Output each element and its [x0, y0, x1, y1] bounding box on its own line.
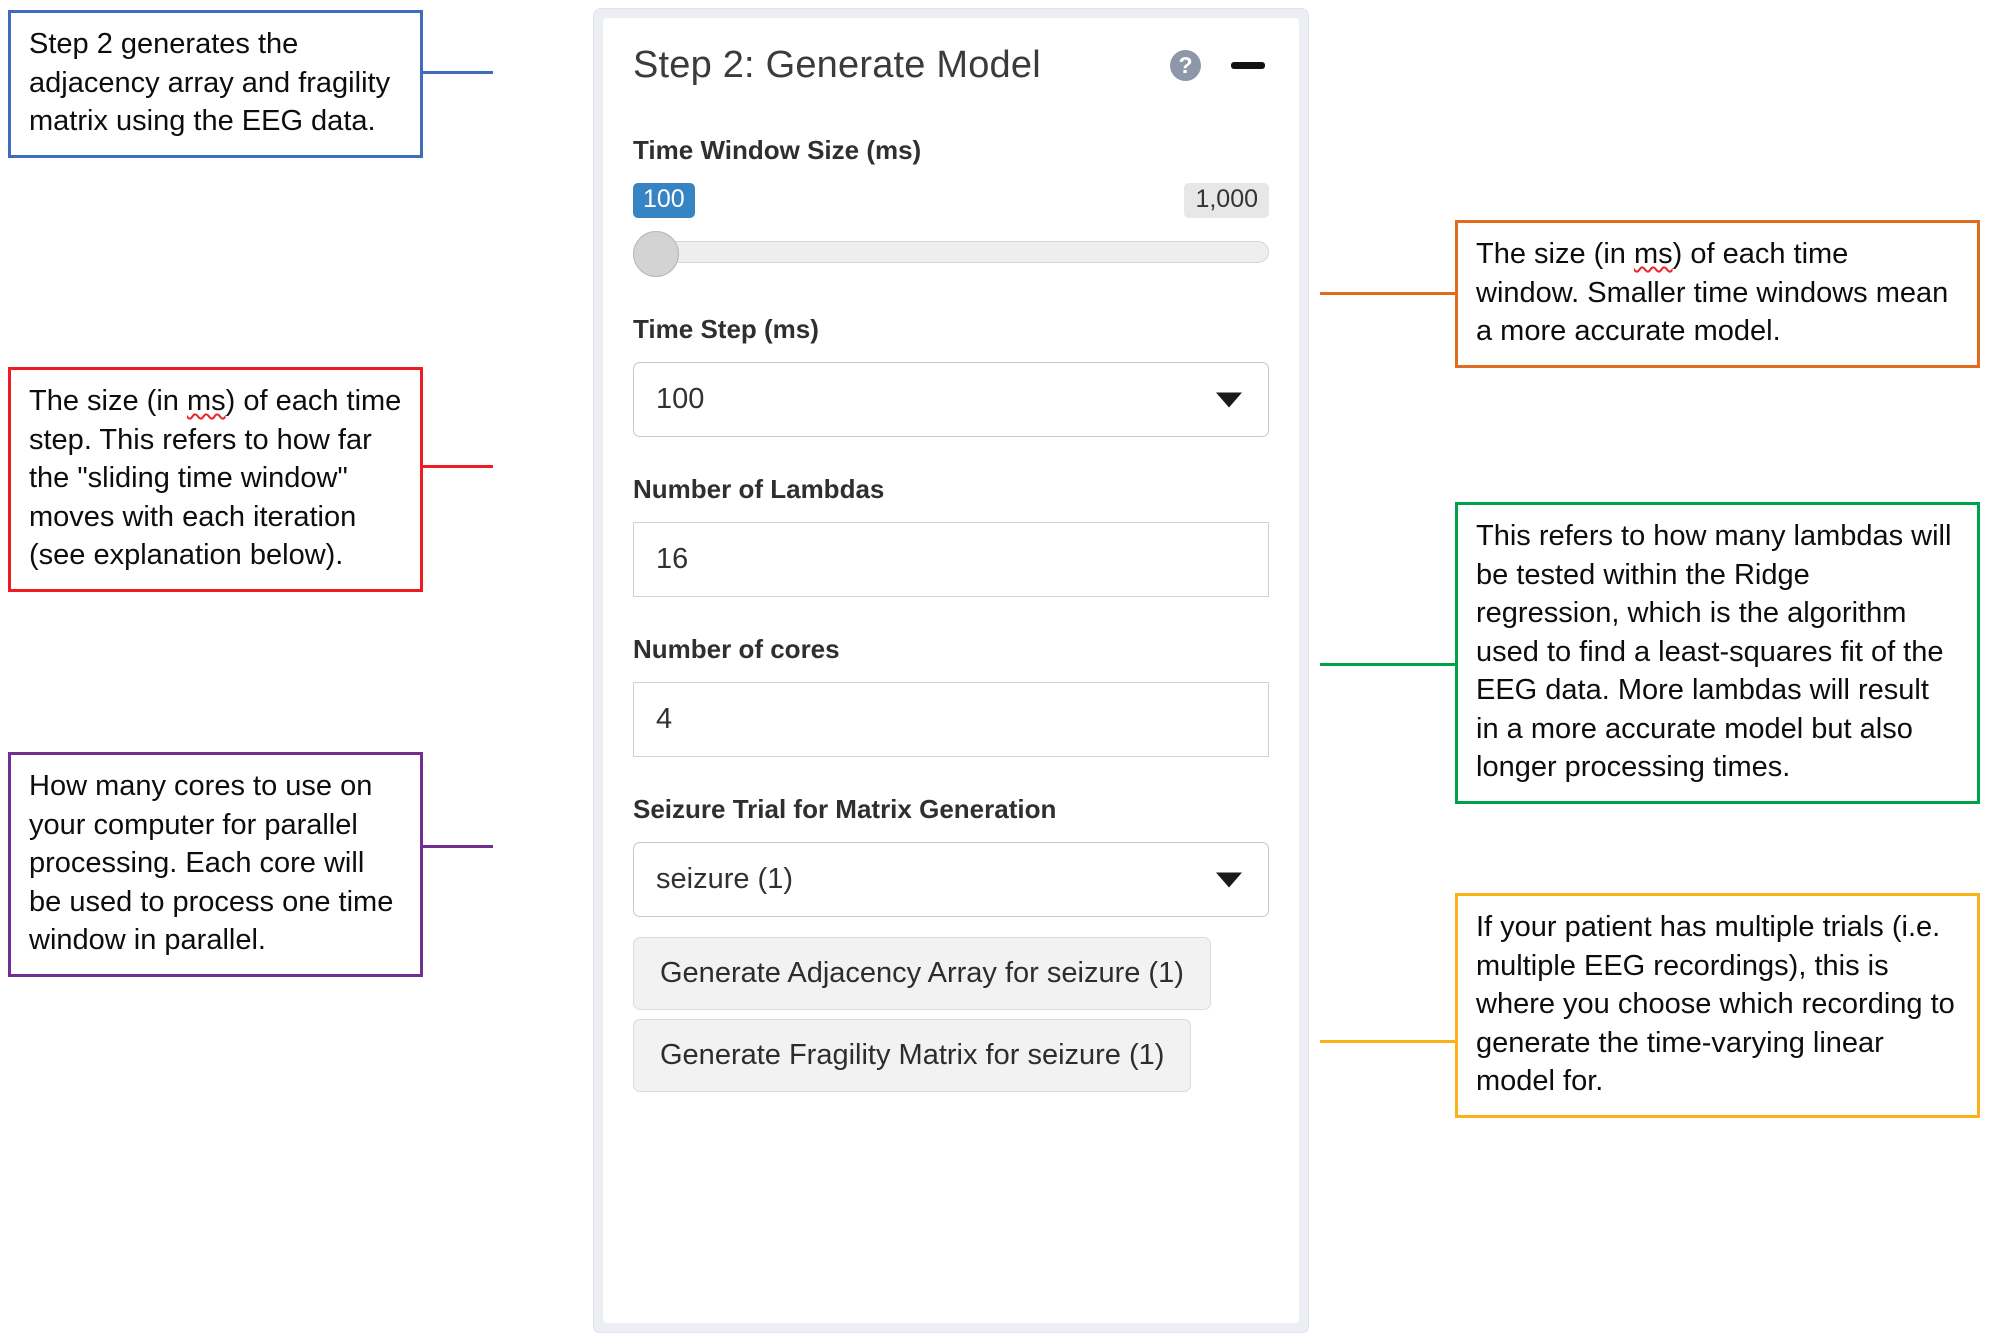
annotation-cores-text: How many cores to use on your computer f…	[29, 770, 394, 957]
annotation-time-step-text: The size (in ms) of each time step. This…	[29, 385, 402, 572]
connector-seizure-trial	[1320, 1040, 1457, 1043]
slider-max-badge: 1,000	[1184, 183, 1269, 218]
spellcheck-word: ms	[1633, 238, 1673, 270]
spellcheck-word: ms	[186, 385, 226, 417]
slider-min-badge: 100	[633, 183, 695, 218]
annotation-lambdas-text: This refers to how many lambdas will be …	[1476, 520, 1952, 784]
seizure-trial-select[interactable]: seizure (1)	[633, 842, 1269, 917]
annotation-time-window-text: The size (in ms) of each time window. Sm…	[1476, 238, 1949, 348]
connector-time-window	[1320, 292, 1457, 295]
action-buttons: Generate Adjacency Array for seizure (1)…	[633, 937, 1269, 1092]
annotation-lambdas: This refers to how many lambdas will be …	[1455, 502, 1980, 804]
help-icon[interactable]: ?	[1170, 50, 1201, 81]
annotation-time-step: The size (in ms) of each time step. This…	[8, 367, 423, 592]
field-number-of-cores: Number of cores 4	[633, 634, 1269, 757]
panel-header: Step 2: Generate Model ?	[633, 44, 1269, 87]
time-window-slider[interactable]	[633, 227, 1269, 277]
time-step-value: 100	[656, 383, 705, 415]
field-number-of-lambdas: Number of Lambdas 16	[633, 474, 1269, 597]
annotation-step2: Step 2 generates the adjacency array and…	[8, 10, 423, 158]
number-of-lambdas-input[interactable]: 16	[633, 522, 1269, 597]
seizure-trial-label: Seizure Trial for Matrix Generation	[633, 794, 1057, 824]
seizure-trial-value: seizure (1)	[656, 863, 793, 895]
number-of-cores-label: Number of cores	[633, 634, 840, 664]
slider-handle[interactable]	[633, 231, 679, 277]
header-actions: ?	[1170, 50, 1269, 81]
slider-badges: 100 1,000	[633, 183, 1269, 223]
annotation-time-window: The size (in ms) of each time window. Sm…	[1455, 220, 1980, 368]
field-time-window-size: Time Window Size (ms) 100 1,000	[633, 135, 1269, 277]
annotation-seizure-trial-text: If your patient has multiple trials (i.e…	[1476, 911, 1955, 1098]
annotation-step2-text: Step 2 generates the adjacency array and…	[29, 28, 391, 138]
time-step-select[interactable]: 100	[633, 362, 1269, 437]
generate-model-panel: Step 2: Generate Model ? Time Window Siz…	[593, 8, 1309, 1333]
number-of-cores-input[interactable]: 4	[633, 682, 1269, 757]
number-of-lambdas-label: Number of Lambdas	[633, 474, 885, 504]
chevron-down-icon	[1216, 872, 1242, 887]
connector-time-step	[421, 465, 493, 468]
connector-cores	[421, 845, 493, 848]
generate-fragility-matrix-button[interactable]: Generate Fragility Matrix for seizure (1…	[633, 1019, 1192, 1092]
connector-step2	[421, 71, 493, 74]
slider-track[interactable]	[639, 241, 1269, 263]
annotation-seizure-trial: If your patient has multiple trials (i.e…	[1455, 893, 1980, 1118]
field-time-step: Time Step (ms) 100	[633, 314, 1269, 437]
field-seizure-trial: Seizure Trial for Matrix Generation seiz…	[633, 794, 1269, 917]
connector-lambdas	[1320, 663, 1457, 666]
time-window-size-label: Time Window Size (ms)	[633, 135, 922, 165]
chevron-down-icon	[1216, 392, 1242, 407]
time-step-label: Time Step (ms)	[633, 314, 819, 344]
generate-adjacency-array-button[interactable]: Generate Adjacency Array for seizure (1)	[633, 937, 1211, 1010]
panel-body: Step 2: Generate Model ? Time Window Siz…	[603, 18, 1299, 1323]
page-title: Step 2: Generate Model	[633, 44, 1041, 86]
annotation-cores: How many cores to use on your computer f…	[8, 752, 423, 977]
minimize-icon[interactable]	[1231, 62, 1265, 69]
